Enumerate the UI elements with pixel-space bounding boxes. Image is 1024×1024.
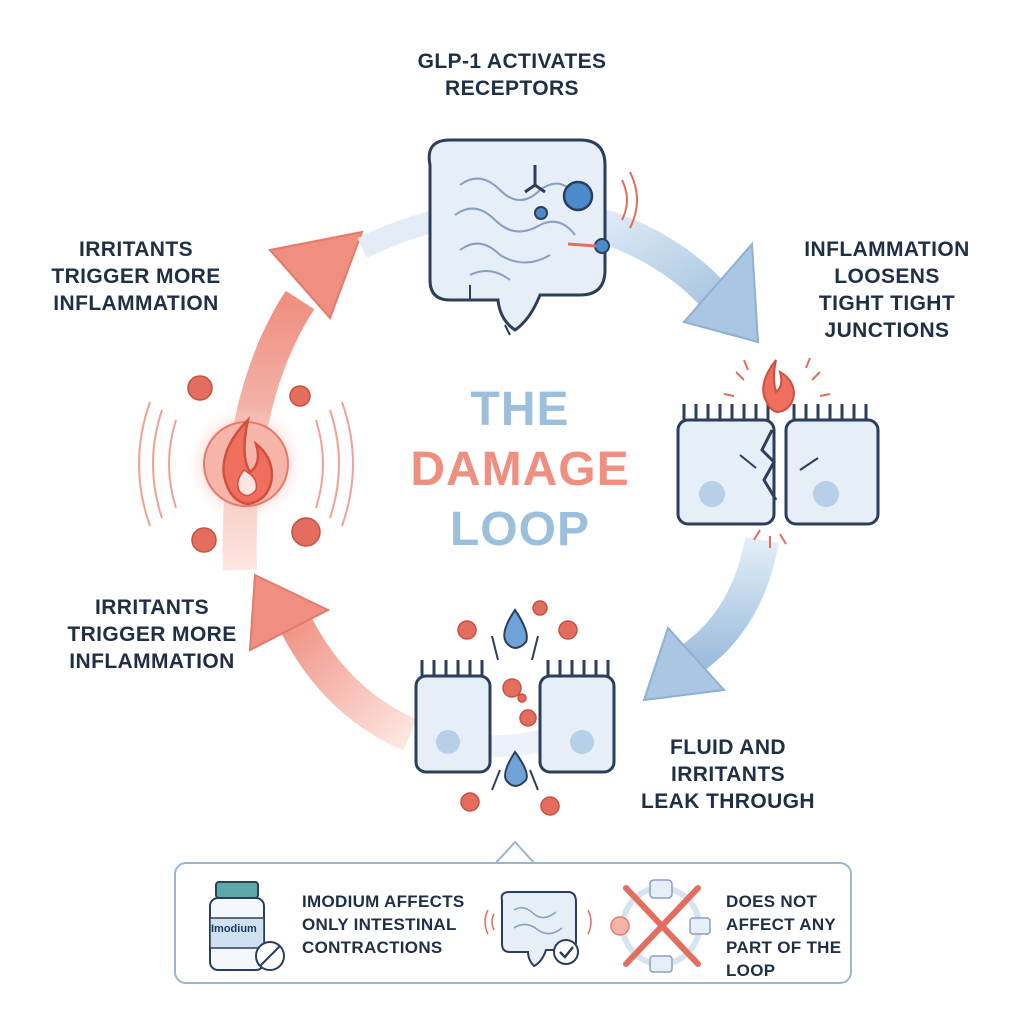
irritant-particles: [187, 375, 578, 816]
title-line-2: DAMAGE: [410, 443, 630, 496]
arrow-right-to-bottom: [642, 536, 779, 702]
callout-left-text: IMODIUM AFFECTS ONLY INTESTINAL CONTRACT…: [302, 892, 465, 957]
leaking-cells-icon: [414, 608, 616, 791]
callout-right-text: DOES NOT AFFECT ANY PART OF THE LOOP: [726, 892, 842, 980]
intestine-receptor-icon: [427, 138, 638, 336]
step-label-left-upper: IRRITANTS TRIGGER MORE INFLAMMATION: [51, 238, 221, 315]
cracked-cells-icon: [676, 357, 880, 548]
imodium-callout: Imodium IMODIUM AFFECTS ONLY INTESTINAL …: [174, 862, 852, 984]
step-label-top: GLP-1 ACTIVATES RECEPTORS: [417, 50, 607, 100]
diagram-title: THE DAMAGE LOOP: [370, 380, 670, 560]
step-label-left-lower: IRRITANTS TRIGGER MORE INFLAMMATION: [67, 596, 237, 673]
inflammation-fire-icon: [138, 401, 354, 527]
bottle-label: Imodium: [211, 923, 257, 935]
step-label-bottom: FLUID AND IRRITANTS LEAK THROUGH: [641, 736, 815, 813]
title-line-3: LOOP: [449, 503, 590, 556]
medicine-bottle-icon: [209, 881, 285, 971]
step-label-right: INFLAMMATION LOOSENS TIGHT TIGHT JUNCTIO…: [804, 238, 970, 342]
crossed-loop-icon: [610, 879, 711, 973]
arrow-bottom-to-left: [248, 573, 418, 751]
intestine-check-icon: [484, 891, 592, 968]
title-line-1: THE: [470, 383, 570, 436]
